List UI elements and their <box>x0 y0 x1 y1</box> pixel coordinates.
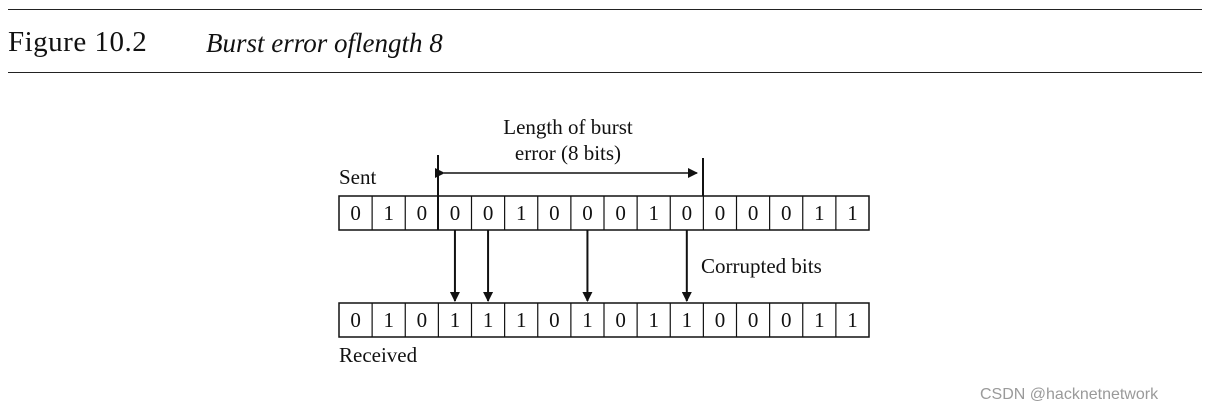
sent-bit: 1 <box>814 201 825 225</box>
burst-label-line1: Length of burst <box>503 115 633 139</box>
sent-bit: 1 <box>648 201 659 225</box>
received-bit: 1 <box>516 308 527 332</box>
sent-bit: 0 <box>615 201 626 225</box>
figure-number: Figure 10.2 <box>8 26 148 58</box>
received-bit: 0 <box>549 308 560 332</box>
watermark: CSDN @hacknetnetwork <box>980 386 1159 403</box>
received-bit: 1 <box>648 308 659 332</box>
burst-label-line2: error (8 bits) <box>515 141 621 165</box>
received-bit: 1 <box>450 308 461 332</box>
received-label: Received <box>339 343 418 367</box>
sent-bit: 0 <box>582 201 593 225</box>
received-bit: 0 <box>781 308 792 332</box>
received-bit: 0 <box>417 308 428 332</box>
sent-bit: 1 <box>516 201 527 225</box>
received-bit: 1 <box>483 308 494 332</box>
received-bit: 1 <box>847 308 858 332</box>
caption-rule <box>8 72 1202 73</box>
sent-bit: 1 <box>847 201 858 225</box>
sent-bit: 0 <box>715 201 726 225</box>
received-bit: 1 <box>383 308 394 332</box>
received-bit: 1 <box>814 308 825 332</box>
received-bit: 0 <box>748 308 759 332</box>
received-bit: 0 <box>715 308 726 332</box>
received-bit: 0 <box>350 308 361 332</box>
sent-bit: 0 <box>781 201 792 225</box>
sent-label: Sent <box>339 165 377 189</box>
sent-bit: 0 <box>450 201 461 225</box>
sent-bit: 0 <box>350 201 361 225</box>
sent-bit: 0 <box>682 201 693 225</box>
corruption-arrows <box>449 230 692 302</box>
sent-bit: 0 <box>483 201 494 225</box>
received-bit: 1 <box>682 308 693 332</box>
corrupted-bits-label: Corrupted bits <box>701 254 822 278</box>
sent-bit: 0 <box>417 201 428 225</box>
sent-bit: 0 <box>748 201 759 225</box>
figure-title: Burst error oflength 8 <box>206 28 443 58</box>
received-bit: 0 <box>615 308 626 332</box>
sent-bit: 1 <box>383 201 394 225</box>
sent-bit: 0 <box>549 201 560 225</box>
received-bit: 1 <box>582 308 593 332</box>
top-rule <box>8 9 1202 10</box>
